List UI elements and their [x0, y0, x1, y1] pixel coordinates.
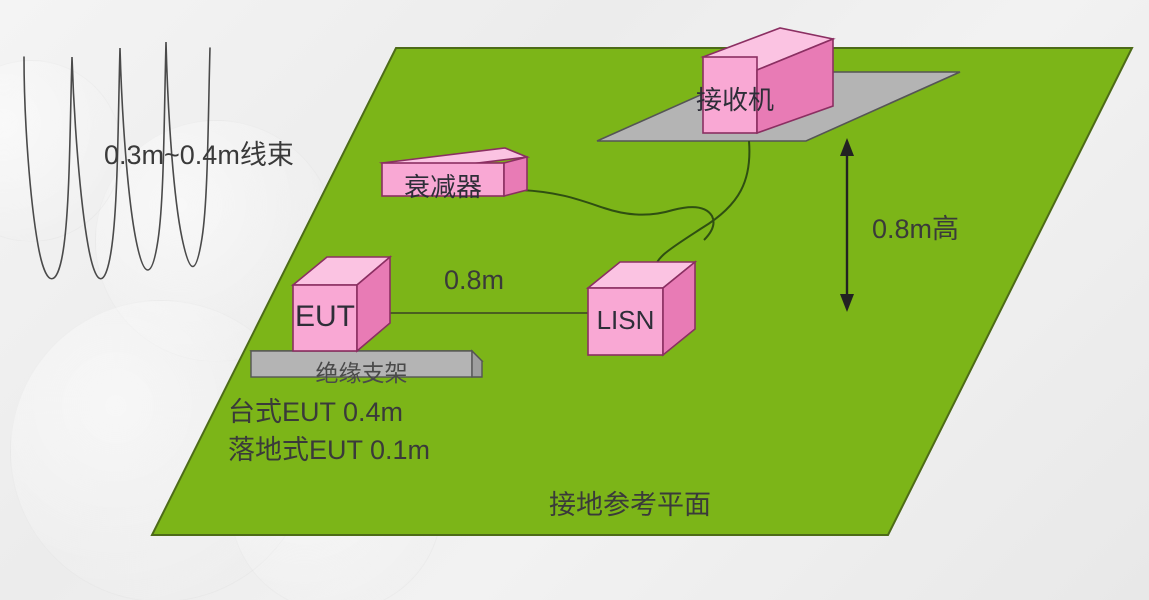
- attenuator-to-lisn-cable: [520, 189, 715, 241]
- wire-harness-sine-icon: [23, 41, 211, 280]
- attenuator-box: [378, 147, 531, 198]
- receiver-box: [700, 27, 836, 135]
- table-height-arrow: [840, 138, 854, 312]
- lisn-box: [585, 260, 698, 357]
- insulating-support-block: [249, 349, 484, 378]
- receiver-to-lisn-cable: [653, 140, 751, 273]
- eut-box: [290, 255, 393, 353]
